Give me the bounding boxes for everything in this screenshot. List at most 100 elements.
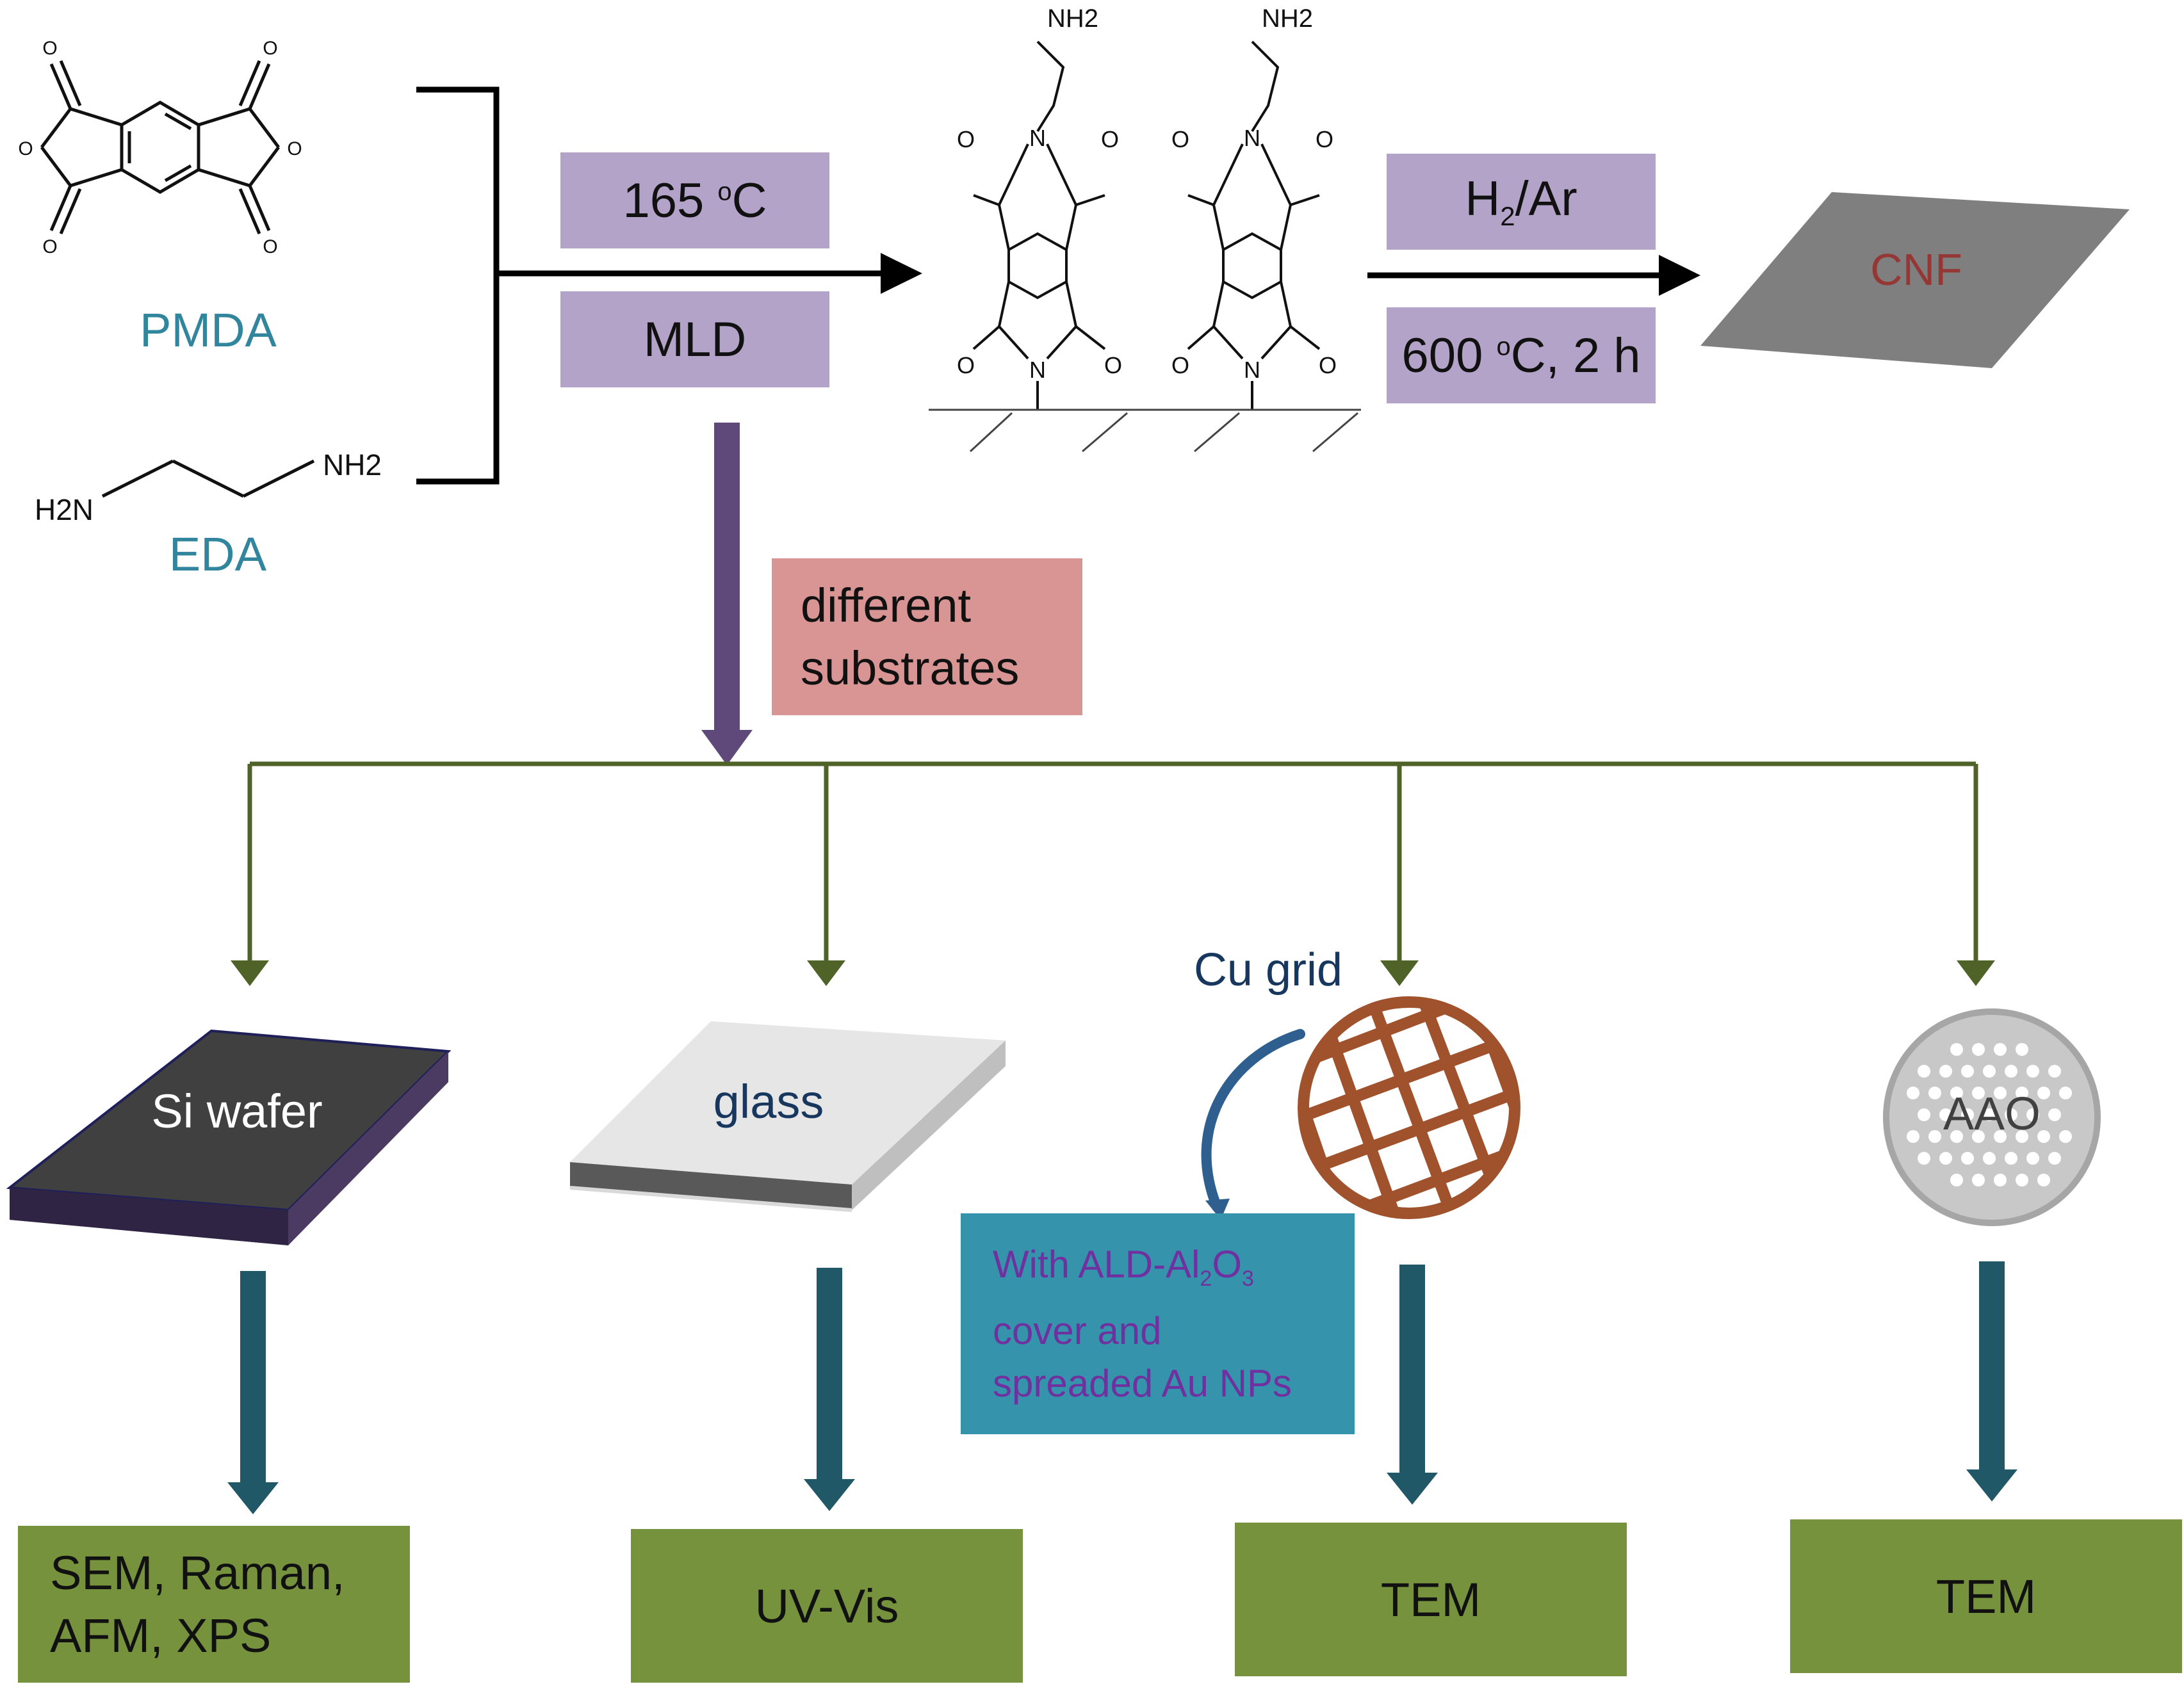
analysis-box-aao: TEM xyxy=(1790,1519,2182,1673)
atom-nh2: NH2 xyxy=(1262,4,1313,33)
eda-structure xyxy=(101,459,315,498)
reactant-bracket xyxy=(416,86,884,485)
aao-pore xyxy=(2037,1087,2050,1099)
aao-label: AAO xyxy=(1943,1088,2041,1140)
aao-pore xyxy=(1983,1108,1996,1121)
analysis-arrows xyxy=(227,1261,2017,1514)
pyrolysis-temp-value: 600 oC, 2 h xyxy=(1401,328,1641,383)
pmda-structure xyxy=(40,60,280,234)
atom-n: N xyxy=(1029,357,1046,383)
aao-pore xyxy=(2059,1130,2072,1143)
substrates-note: different substrates xyxy=(772,558,1082,715)
aao-pore xyxy=(2048,1065,2061,1078)
aao-pore xyxy=(2016,1174,2028,1186)
polyimide-atoms: NH2 NH2 N N N N O O O O O O O O xyxy=(957,4,1337,383)
aao-pore xyxy=(1907,1130,1919,1143)
atom-o: O xyxy=(1171,126,1189,152)
atom-o: O xyxy=(957,126,975,152)
atom-o: O xyxy=(287,138,302,159)
analysis-line: SEM, Raman, xyxy=(50,1546,345,1599)
aao-pore xyxy=(1972,1087,1985,1099)
atom-o: O xyxy=(263,236,277,257)
atom-o: O xyxy=(263,38,277,59)
pyrolysis-arrow-head xyxy=(1659,255,1700,296)
aao-pore xyxy=(2005,1065,2017,1078)
aao-pore xyxy=(2005,1152,2017,1165)
aao-pore xyxy=(1961,1152,1974,1165)
aao-pore xyxy=(1994,1043,2007,1056)
cu-grid-note: With ALD-Al2O3 cover and spreaded Au NPs xyxy=(961,1213,1355,1434)
main-down-arrow-shaft xyxy=(714,423,740,730)
curved-arrow-head xyxy=(1205,1199,1230,1220)
cnf-label: CNF xyxy=(1870,245,1962,295)
atom-o: O xyxy=(1104,352,1122,378)
pmda-atoms: O O O O O O xyxy=(18,38,302,257)
aao-pore xyxy=(1972,1043,1985,1056)
main-down-arrow-head xyxy=(701,730,753,765)
aao-pore xyxy=(1918,1065,1930,1078)
atom-o: O xyxy=(42,38,57,59)
analysis-line: TEM xyxy=(1935,1569,2037,1623)
temperature-value: 165 oC xyxy=(623,173,767,228)
atom-h2n: H2N xyxy=(35,493,94,526)
aao-pore xyxy=(1918,1152,1930,1165)
aao-pore xyxy=(1994,1174,2007,1186)
aao-pore xyxy=(1961,1108,1974,1121)
gas-box: H2/Ar xyxy=(1387,154,1656,250)
aao-pore xyxy=(1994,1087,2007,1099)
analysis-line: UV-Vis xyxy=(754,1579,899,1633)
atom-n: N xyxy=(1244,357,1260,383)
aao-pore xyxy=(1918,1108,1930,1121)
pyrolysis-temp-box: 600 oC, 2 h xyxy=(1387,307,1656,403)
substrate-surface xyxy=(929,409,1361,453)
atom-o: O xyxy=(957,352,975,378)
substrates-note-line1: different xyxy=(801,578,972,632)
method-box: MLD xyxy=(560,291,829,387)
aao-pore xyxy=(2026,1108,2039,1121)
atom-n: N xyxy=(1244,125,1260,151)
aao-pore xyxy=(1928,1087,1941,1099)
branch-arrow-head xyxy=(231,960,269,986)
pmda-label: PMDA xyxy=(140,303,277,357)
aao-pore xyxy=(1928,1130,1941,1143)
aao-pore xyxy=(1983,1152,1996,1165)
branch-arrow-head xyxy=(807,960,845,986)
aao-pore xyxy=(2016,1043,2028,1056)
glass-slide-shape xyxy=(569,1021,1006,1212)
atom-o: O xyxy=(1101,126,1119,152)
aao-pore xyxy=(2016,1130,2028,1143)
aao-pore xyxy=(1950,1174,1963,1186)
aao-pore xyxy=(2048,1152,2061,1165)
atom-nh2: NH2 xyxy=(1047,4,1098,33)
atom-o: O xyxy=(42,236,57,257)
aao-pore xyxy=(1939,1108,1952,1121)
aao-pore xyxy=(1950,1043,1963,1056)
cu-grid-note-line3: spreaded Au NPs xyxy=(993,1361,1292,1405)
analysis-line: AFM, XPS xyxy=(50,1608,272,1662)
glass-label: glass xyxy=(713,1074,824,1128)
aao-pore xyxy=(1939,1065,1952,1078)
aao-pore xyxy=(2037,1130,2050,1143)
temperature-box: 165 oC xyxy=(560,152,829,248)
aao-pore xyxy=(2005,1108,2017,1121)
cnf-sheet xyxy=(1700,192,2130,368)
branch-arrow-head xyxy=(1957,960,1995,986)
curved-arrow-icon xyxy=(1201,1029,1305,1212)
gas-value: H2/Ar xyxy=(1465,172,1577,232)
aao-pore xyxy=(1972,1130,1985,1143)
aao-pore xyxy=(1994,1130,2007,1143)
cu-grid-label: Cu grid xyxy=(1193,944,1343,996)
aao-pore xyxy=(1950,1130,1963,1143)
aao-pore xyxy=(1983,1065,1996,1078)
branch-lines xyxy=(247,761,1978,964)
aao-pore xyxy=(1961,1065,1974,1078)
substrates-note-line2: substrates xyxy=(801,641,1020,695)
branch-arrow-head xyxy=(1380,960,1419,986)
analysis-box-si-wafer: SEM, Raman, AFM, XPS xyxy=(18,1526,410,1683)
main-arrow-head xyxy=(881,253,922,294)
aao-pore xyxy=(2016,1087,2028,1099)
aao-pore xyxy=(2026,1152,2039,1165)
aao-pore xyxy=(1972,1174,1985,1186)
